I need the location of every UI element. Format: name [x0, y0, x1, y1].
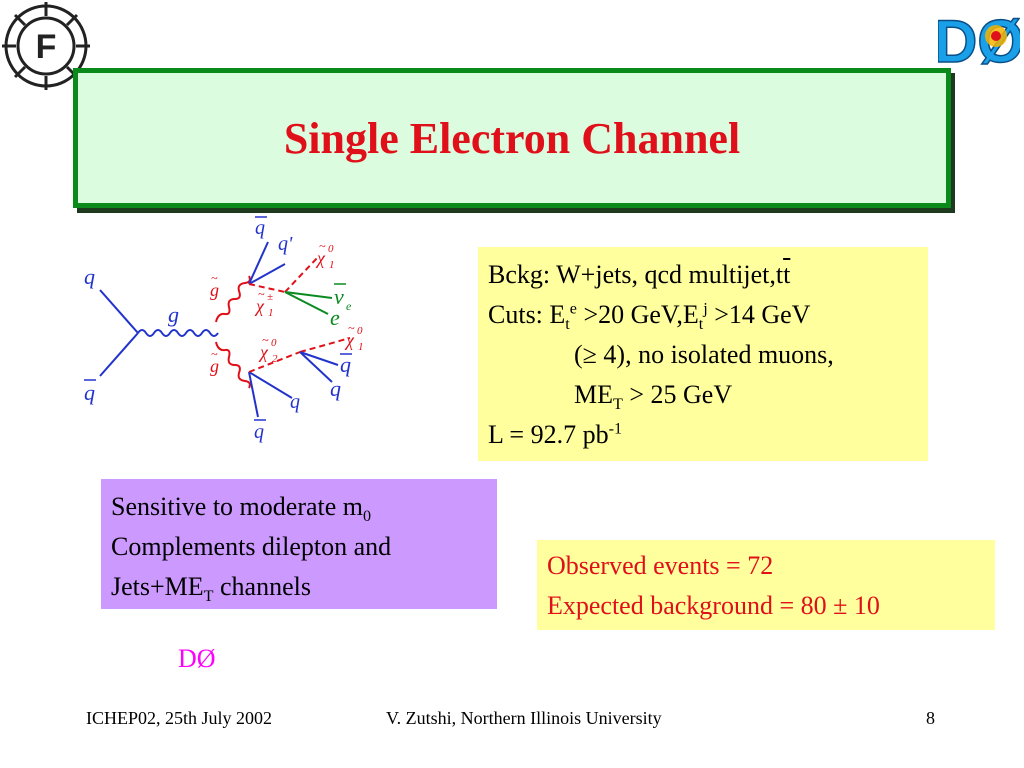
label-neutrino: ν [334, 284, 344, 309]
incoming-antiquark-line [99, 332, 139, 377]
observed-events: Observed events = 72 [547, 551, 774, 580]
qprime-line [248, 263, 286, 285]
gluino-bottom-line [215, 341, 251, 389]
fermilab-logo-letter: F [36, 28, 57, 66]
label-q-bottom: q [290, 391, 300, 413]
label-q-in: q [84, 264, 95, 289]
label-q-right: q [330, 376, 341, 401]
result-box: Observed events = 72 Expected background… [537, 540, 995, 630]
svg-text:~: ~ [319, 239, 326, 253]
svg-text:~: ~ [262, 333, 269, 347]
svg-text:~: ~ [211, 271, 218, 285]
electron-line [284, 291, 329, 315]
label-qbar-in: q [84, 380, 95, 405]
label-chi02: χ [258, 342, 269, 362]
background-cuts-box: Bckg: W+jets, qcd multijet,tt Cuts: Ete … [478, 247, 928, 461]
neutralino-bottom-line [299, 337, 351, 353]
svg-text:~: ~ [348, 321, 355, 335]
label-qbar-top: q [255, 217, 265, 239]
slide-title: Single Electron Channel [283, 113, 741, 163]
jets-cut-line: (≥ 4), no isolated muons, [574, 340, 834, 369]
met-cut-line: MET > 25 GeV [574, 380, 733, 414]
label-qbar-bottom: q [254, 421, 264, 443]
expected-background: Expected background = 80 ± 10 [547, 591, 880, 620]
sensitivity-line: Sensitive to moderate m0 [111, 492, 372, 526]
label-chargino: χ [254, 296, 265, 316]
neutralino-top-line [284, 256, 319, 293]
label-chi0-bottom: χ [344, 330, 355, 350]
svg-text:~: ~ [258, 287, 265, 301]
feynman-diagram: q q g g ~ g ~ q q' χ 0 1 ~ χ ± 1 ~ ν e e… [84, 216, 364, 443]
svg-text:1: 1 [268, 307, 274, 319]
neutrino-line [284, 291, 333, 299]
background-line: Bckg: W+jets, qcd multijet,tt [488, 260, 791, 289]
channels-line: Jets+MET channels [111, 572, 311, 606]
q-right-line [299, 351, 333, 383]
label-qbar-right: q [340, 352, 351, 377]
label-gluon: g [168, 302, 179, 327]
footer-conference: ICHEP02, 25th July 2002 [86, 708, 273, 728]
svg-text:2: 2 [272, 353, 278, 365]
gluon-propagator [137, 329, 219, 337]
complements-line: Complements dilepton and [111, 532, 392, 561]
svg-text:0: 0 [271, 337, 277, 349]
incoming-quark-line [99, 289, 139, 334]
q-bottom-line [248, 371, 293, 399]
gluino-top-line [215, 275, 251, 323]
d0-logo: DØ [938, 7, 1020, 76]
d0-logo-text: DØ [938, 8, 1020, 75]
footer-author: V. Zutshi, Northern Illinois University [386, 708, 662, 728]
svg-text:1: 1 [329, 259, 335, 271]
chargino-line [248, 283, 286, 293]
fermilab-logo: F [2, 2, 90, 90]
footer-page-number: 8 [926, 708, 935, 728]
svg-text:0: 0 [357, 325, 363, 337]
label-chi0-top: χ [315, 248, 326, 268]
neutralino2-line [248, 351, 301, 373]
svg-text:1: 1 [358, 341, 364, 353]
title-box: Single Electron Channel [73, 68, 951, 208]
tbar: t [783, 260, 791, 289]
luminosity-line: L = 92.7 pb-1 [488, 420, 623, 449]
label-qprime: q' [278, 233, 293, 255]
d0-mark: DØ [178, 644, 216, 673]
label-gluino-bottom: g [210, 356, 219, 376]
svg-text:±: ± [267, 291, 273, 303]
sensitivity-box: Sensitive to moderate m0 Complements dil… [101, 479, 497, 609]
label-electron: e [330, 305, 340, 330]
svg-text:e: e [346, 299, 352, 313]
qbar-bottom-line [248, 371, 259, 418]
svg-text:0: 0 [328, 243, 334, 255]
cuts-line: Cuts: Ete >20 GeV,Etj >14 GeV [488, 300, 811, 334]
label-gluino-top: g [210, 280, 219, 300]
qbar-right-line [299, 351, 339, 366]
svg-text:~: ~ [211, 347, 218, 361]
qbar-top-line [248, 241, 269, 285]
